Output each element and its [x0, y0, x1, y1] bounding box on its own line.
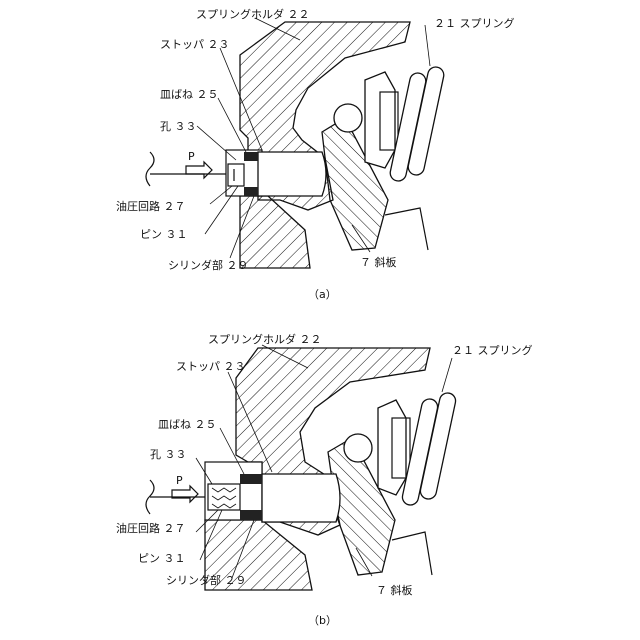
caption-b: （b） — [308, 614, 337, 627]
disc-spring-bottom — [244, 187, 258, 196]
label-hole: 孔 ３３ — [150, 448, 187, 461]
stopper-body — [262, 474, 340, 522]
spring-holder-ball — [344, 434, 372, 462]
label-cylinder: シリンダ部 ２９ — [166, 573, 247, 587]
disc-spring-top — [244, 152, 258, 161]
label-oil-circuit: 油圧回路 ２７ — [116, 521, 186, 535]
label-cylinder: シリンダ部 ２９ — [168, 258, 249, 272]
spring-coils — [401, 392, 457, 507]
label-spring-holder: スプリングホルダ ２２ — [208, 332, 322, 346]
label-stopper: ストッパ ２３ — [176, 360, 246, 373]
pressure-arrow — [186, 162, 212, 178]
spring-holder-ball — [334, 104, 362, 132]
label-swash-plate: ７ 斜板 — [360, 255, 397, 269]
figure-b: スプリングホルダ ２２ ２１ スプリング ストッパ ２３ 皿ばね ２５ 孔 ３３… — [116, 332, 533, 627]
label-pressure: P — [188, 150, 195, 163]
label-hole: 孔 ３３ — [160, 120, 197, 133]
label-swash-plate: ７ 斜板 — [376, 583, 413, 597]
disc-spring-bottom — [240, 510, 262, 520]
label-spring: ２１ スプリング — [452, 343, 533, 357]
label-oil-circuit: 油圧回路 ２７ — [116, 199, 186, 213]
label-pin: ピン ３１ — [138, 552, 186, 565]
caption-a: （a） — [308, 288, 337, 301]
label-spring: ２１ スプリング — [434, 16, 515, 30]
label-spring-holder: スプリングホルダ ２２ — [196, 7, 310, 21]
figure-a: スプリングホルダ ２２ ２１ スプリング ストッパ ２３ 皿ばね ２５ 孔 ３３… — [116, 7, 515, 301]
stopper-body — [258, 152, 326, 196]
label-stopper: ストッパ ２３ — [160, 38, 230, 51]
pin-body — [228, 164, 244, 186]
pressure-arrow — [172, 486, 198, 502]
label-disc-spring: 皿ばね ２５ — [158, 418, 217, 431]
label-disc-spring: 皿ばね ２５ — [160, 88, 219, 101]
spring-coils — [389, 66, 446, 183]
label-pressure: P — [176, 474, 183, 487]
label-pin: ピン ３１ — [140, 228, 188, 241]
disc-spring-top — [240, 474, 262, 484]
